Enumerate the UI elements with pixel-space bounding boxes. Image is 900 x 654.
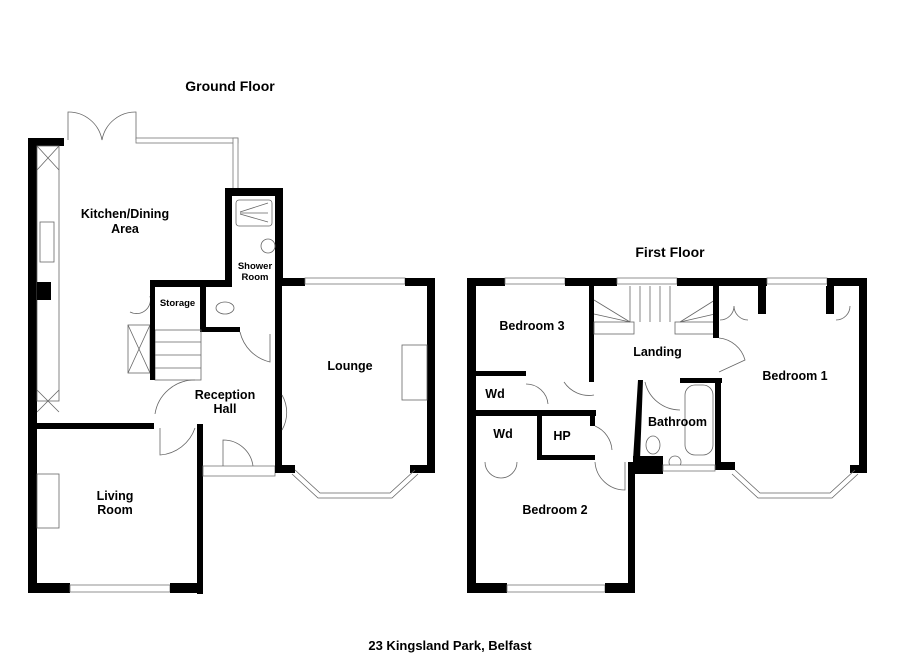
room-shower: Shower Room xyxy=(237,261,273,283)
room-wardrobe-1: Wd xyxy=(485,387,505,401)
room-living: Living Room xyxy=(96,489,134,517)
room-storage: Storage xyxy=(159,298,196,309)
first-floor-title: First Floor xyxy=(635,244,705,260)
ground-floor-plan xyxy=(28,111,435,594)
room-reception: Reception Hall xyxy=(194,388,256,416)
room-hp: HP xyxy=(553,429,571,443)
room-bedroom-3: Bedroom 3 xyxy=(499,319,565,333)
room-bedroom-2: Bedroom 2 xyxy=(522,503,588,517)
room-kitchen: Kitchen/Dining Area xyxy=(80,207,170,236)
room-bedroom-1: Bedroom 1 xyxy=(762,369,828,383)
room-wardrobe-2: Wd xyxy=(493,427,513,441)
room-landing: Landing xyxy=(633,345,682,359)
first-floor-plan xyxy=(467,277,867,593)
ground-floor-title: Ground Floor xyxy=(185,78,275,94)
room-bathroom: Bathroom xyxy=(647,415,708,429)
room-lounge: Lounge xyxy=(327,359,373,373)
property-address: 23 Kingsland Park, Belfast xyxy=(368,638,532,653)
